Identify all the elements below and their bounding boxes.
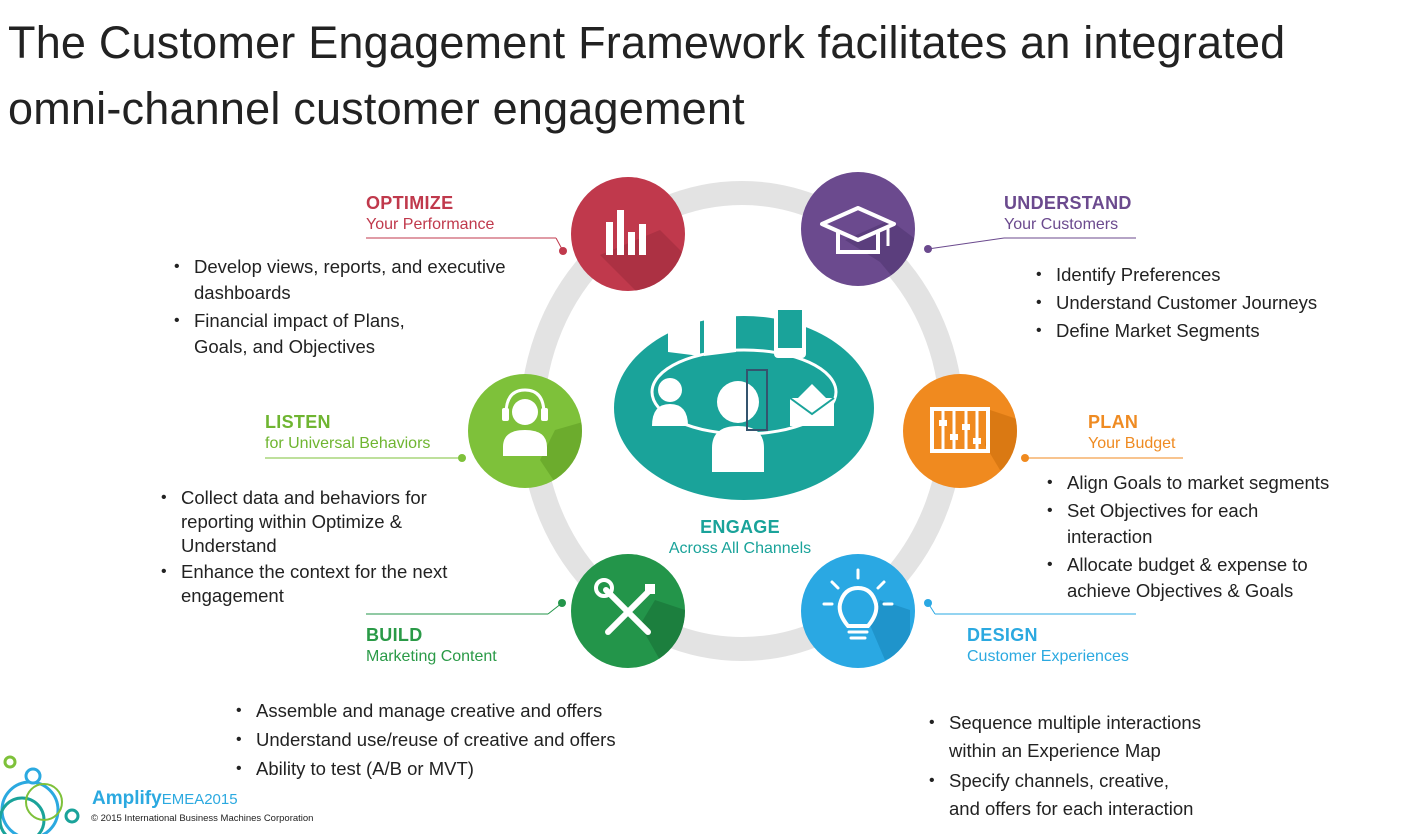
list-item: Set Objectives for each interaction — [1047, 498, 1297, 550]
build-label: BUILD Marketing Content — [366, 624, 497, 668]
design-bullets: Sequence multiple interactions within an… — [929, 709, 1219, 825]
listen-bullets: Collect data and behaviors for reporting… — [161, 486, 461, 610]
list-item: Ability to test (A/B or MVT) — [236, 755, 676, 782]
brand-name: Amplify — [92, 788, 162, 809]
optimize-subheading: Your Performance — [366, 216, 495, 233]
phone-icon — [774, 304, 806, 358]
book-icon — [668, 312, 736, 356]
engage-hub — [614, 304, 874, 500]
understand-bullets: Identify Preferences Understand Customer… — [1036, 262, 1376, 346]
list-item: Sequence multiple interactions within an… — [929, 709, 1219, 765]
plan-bullets: Align Goals to market segments Set Objec… — [1047, 470, 1367, 606]
list-item: Allocate budget & expense to achieve Obj… — [1047, 552, 1337, 604]
build-bullets: Assemble and manage creative and offers … — [236, 697, 676, 784]
listen-circle[interactable] — [468, 374, 600, 490]
design-label: DESIGN Customer Experiences — [967, 624, 1129, 668]
list-item: Financial impact of Plans, Goals, and Ob… — [174, 308, 434, 360]
design-heading: DESIGN — [967, 625, 1038, 645]
tools-icon — [594, 578, 655, 635]
list-item: Enhance the context for the next engagem… — [161, 560, 461, 608]
understand-circle[interactable] — [801, 172, 930, 310]
engage-heading: ENGAGE — [700, 517, 780, 537]
design-subheading: Customer Experiences — [967, 648, 1129, 665]
list-item: Specify channels, creative, and offers f… — [929, 767, 1199, 823]
understand-heading: UNDERSTAND — [1004, 193, 1132, 213]
graduation-cap-icon — [820, 206, 896, 254]
list-item: Identify Preferences — [1036, 262, 1376, 288]
light-bulb-icon — [822, 568, 894, 640]
list-item: Understand Customer Journeys — [1036, 290, 1376, 316]
headset-person-icon — [502, 388, 548, 456]
amplify-logo-graphic — [0, 755, 80, 834]
understand-label: UNDERSTAND Your Customers — [1004, 192, 1132, 236]
envelope-icon — [789, 384, 835, 426]
plan-heading: PLAN — [1088, 412, 1139, 432]
build-circle[interactable] — [571, 554, 690, 668]
build-subheading: Marketing Content — [366, 648, 497, 665]
list-item: Align Goals to market segments — [1047, 470, 1367, 496]
optimize-label: OPTIMIZE Your Performance — [366, 192, 494, 236]
bar-chart-icon — [606, 210, 646, 255]
plan-subheading: Your Budget — [1088, 435, 1176, 452]
design-circle[interactable] — [801, 554, 915, 668]
connector-lines — [265, 237, 1183, 615]
list-item: Assemble and manage creative and offers — [236, 697, 676, 724]
engage-subheading: Across All Channels — [668, 540, 812, 557]
listen-subheading: for Universal Behaviors — [265, 435, 431, 452]
cursor-marker — [746, 369, 768, 431]
event-name: EMEA2015 — [161, 791, 238, 808]
plan-circle[interactable] — [903, 374, 1020, 488]
optimize-bullets: Develop views, reports, and executive da… — [174, 254, 544, 362]
list-item: Define Market Segments — [1036, 318, 1376, 344]
customer-large-icon — [712, 381, 764, 472]
build-heading: BUILD — [366, 625, 423, 645]
list-item: Understand use/reuse of creative and off… — [236, 726, 676, 753]
optimize-circle[interactable] — [571, 177, 700, 325]
listen-heading: LISTEN — [265, 412, 331, 432]
listen-label: LISTEN for Universal Behaviors — [265, 411, 430, 455]
plan-label: PLAN Your Budget — [1088, 411, 1175, 455]
abacus-icon — [930, 407, 990, 453]
list-item: Develop views, reports, and executive da… — [174, 254, 544, 306]
optimize-heading: OPTIMIZE — [366, 193, 454, 213]
slide-title: The Customer Engagement Framework facili… — [8, 17, 1286, 134]
copyright-text: © 2015 International Business Machines C… — [91, 813, 314, 824]
customer-small-icon — [652, 378, 688, 426]
engage-label: ENGAGE Across All Channels — [610, 516, 870, 560]
list-item: Collect data and behaviors for reporting… — [161, 486, 461, 558]
understand-subheading: Your Customers — [1004, 216, 1119, 233]
amplify-brand: AmplifyEMEA2015 — [92, 788, 238, 810]
